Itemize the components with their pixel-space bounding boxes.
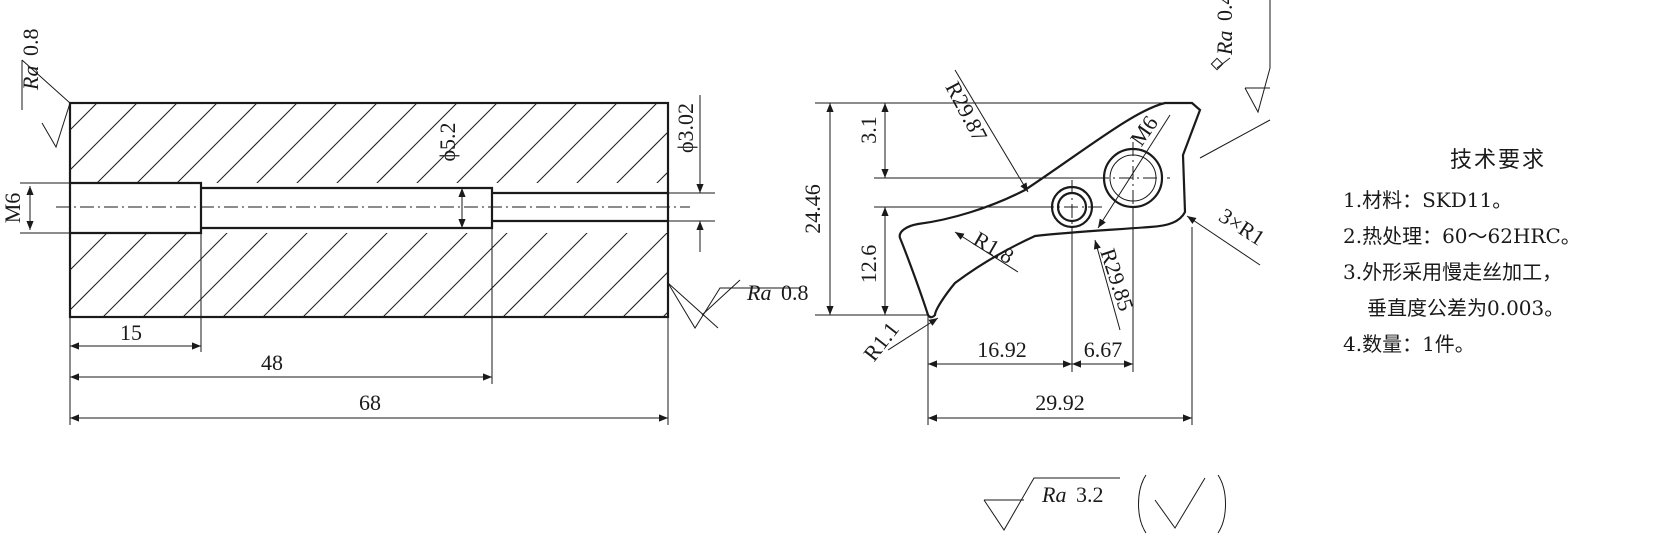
pin-diameter-label: ϕ3.02 [673, 103, 698, 153]
radius-1-1: R1.1 [858, 317, 904, 366]
bore-diameter-label: ϕ5.2 [435, 122, 460, 161]
radius-1-8: R1.8 [969, 226, 1018, 269]
dim-48: 48 [261, 350, 283, 375]
thread-label-m6: M6 [0, 193, 25, 224]
general-roughness-symbol: Ra 3.2 [983, 474, 1226, 534]
note-item-1: 1.材料：SKD11。 [1343, 188, 1513, 212]
section-hatching-top [70, 103, 668, 183]
radius-29-85: R29.85 [1095, 245, 1139, 314]
dim-6-67: 6.67 [1084, 337, 1123, 362]
svg-text:Ra 0.4: Ra 0.4 [1212, 0, 1237, 56]
roughness-symbol-left: Ra 0.8 [18, 29, 71, 149]
dim-12-6: 12.6 [856, 245, 881, 284]
svg-text:Ra 0.8: Ra 0.8 [18, 29, 43, 91]
dim-16-92: 16.92 [977, 337, 1027, 362]
dim-24-46: 24.46 [800, 184, 825, 234]
note-item-4: 4.数量：1件。 [1343, 332, 1475, 356]
profile-outline [898, 101, 1202, 319]
dim-29-92: 29.92 [1035, 390, 1085, 415]
dim-15: 15 [120, 320, 142, 345]
notes-title: 技术要求 [1449, 148, 1546, 173]
part-outline [68, 101, 670, 319]
dim-3-1: 3.1 [856, 116, 881, 144]
note-item-2: 2.热处理：60～62HRC。 [1343, 224, 1581, 248]
roughness-symbol-top: Ra 0.4 [1199, 0, 1271, 159]
bore-profile [70, 181, 668, 235]
note-item-3-cont: 垂直度公差为0.003。 [1367, 296, 1565, 320]
section-hatching-bottom [70, 233, 668, 317]
note-item-3: 3.外形采用慢走丝加工， [1343, 260, 1563, 284]
svg-text:Ra 3.2: Ra 3.2 [1041, 482, 1103, 507]
thread-label-right: M6 [1125, 111, 1163, 150]
roughness-symbol-right: Ra 0.8 [667, 279, 808, 329]
technical-requirements: 技术要求 1.材料：SKD11。 2.热处理：60～62HRC。 3.外形采用慢… [1343, 142, 1653, 362]
dim-68: 68 [359, 390, 381, 415]
left-section-view: M6 ϕ5.2 ϕ3.02 15 48 68 Ra 0.8 [0, 29, 808, 425]
right-profile-view: 24.46 3.1 12.6 16.92 6.67 29.92 R29.87 M… [800, 0, 1271, 425]
radius-3xr1: 3×R1 [1215, 203, 1270, 251]
svg-text:Ra 0.8: Ra 0.8 [746, 280, 808, 305]
radius-29-87: R29.87 [941, 77, 993, 145]
